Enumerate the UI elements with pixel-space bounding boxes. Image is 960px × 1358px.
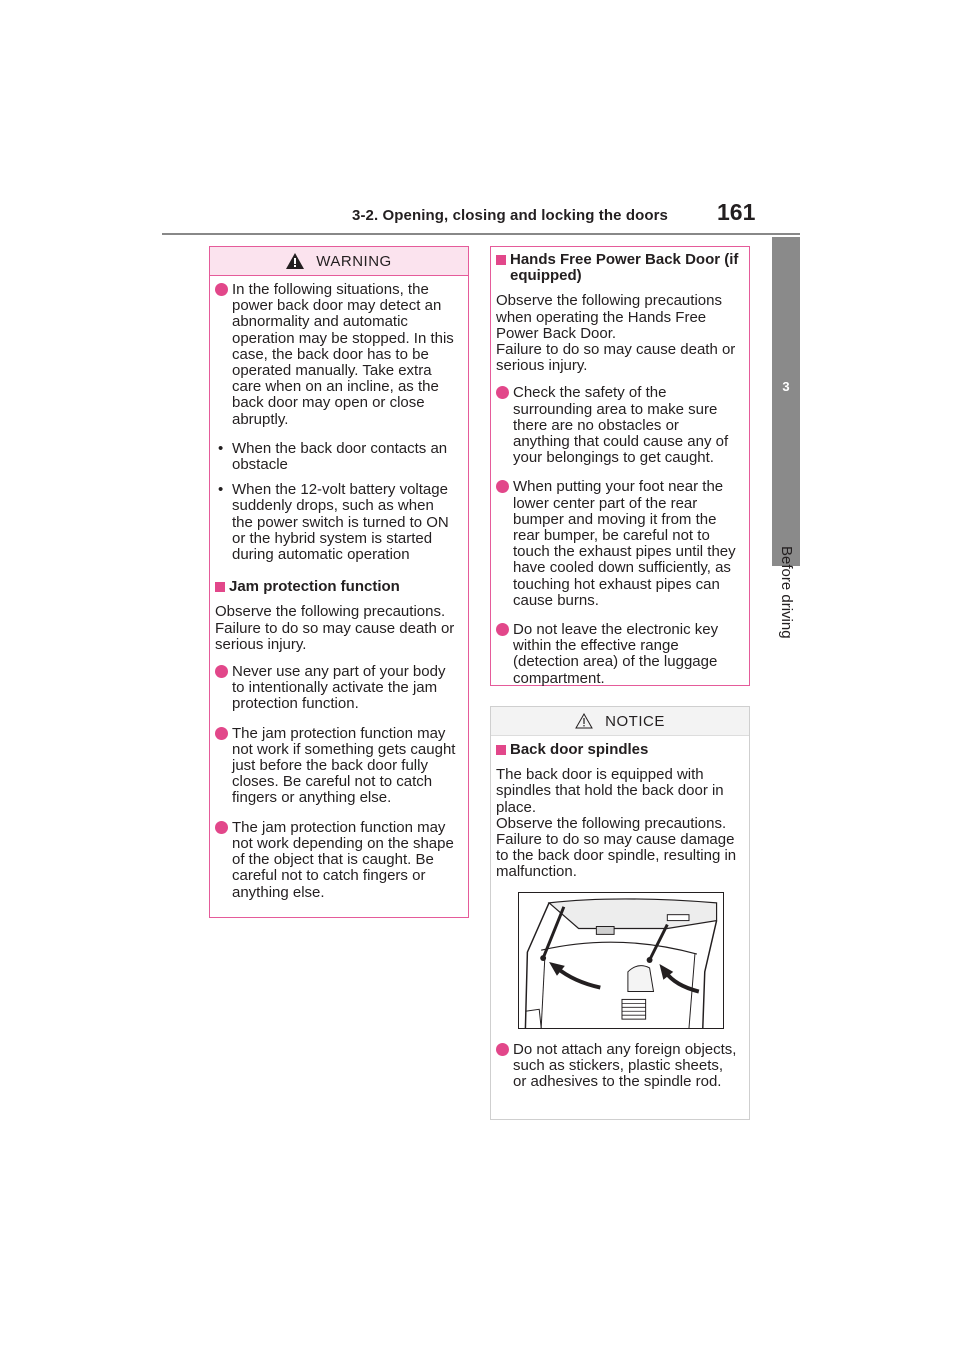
jam-protection-heading: Jam protection function xyxy=(215,579,458,595)
bullet-dot-icon xyxy=(215,665,228,679)
back-door-spindle-illustration xyxy=(518,891,724,1029)
list-item: Do not leave the electronic key within t… xyxy=(496,622,739,687)
section-title: 3-2. Opening, closing and locking the do… xyxy=(352,207,668,224)
warning-triangle-icon xyxy=(286,253,305,269)
hands-free-content: Hands Free Power Back Door (if equipped)… xyxy=(491,247,749,687)
hands-free-heading: Hands Free Power Back Door (if equipped) xyxy=(496,251,739,284)
warning-title: WARNING xyxy=(316,252,392,270)
list-item: •When the 12-volt battery voltage sudden… xyxy=(218,481,449,564)
bullet-dot-icon xyxy=(215,726,228,740)
notice-box: NOTICE Back door spindles The back door … xyxy=(490,706,750,1120)
warning-content: In the following situations, the power b… xyxy=(210,276,468,901)
notice-header: NOTICE xyxy=(491,707,749,736)
list-item: Check the safety of the surrounding area… xyxy=(496,385,739,466)
hands-free-paragraph-2: Failure to do so may cause death or seri… xyxy=(496,341,736,375)
warning-header: WARNING xyxy=(210,247,468,276)
jam-paragraph-2: Failure to do so may cause death or seri… xyxy=(215,619,455,653)
bullet-dot-icon xyxy=(215,283,228,296)
notice-content: Back door spindles The back door is equi… xyxy=(491,736,749,1090)
chapter-label: Before driving xyxy=(778,546,795,639)
list-item: •When the back door contacts an obstacle xyxy=(218,439,448,474)
bullet-dot-icon xyxy=(496,480,509,494)
chapter-tab: 3 xyxy=(772,237,800,566)
square-bullet-icon xyxy=(496,255,506,265)
page-number: 161 xyxy=(717,199,756,225)
square-bullet-icon xyxy=(496,745,506,755)
notice-paragraph: The back door is equipped with spindles … xyxy=(496,766,724,816)
bullet-dot-icon xyxy=(496,623,509,637)
jam-paragraph: Observe the following precautions. xyxy=(215,603,446,621)
notice-paragraph-2: Observe the following precautions. xyxy=(496,814,727,832)
list-item: Do not attach any foreign objects, such … xyxy=(496,1041,739,1091)
bullet-dot-icon xyxy=(215,820,228,834)
header-rule xyxy=(162,233,800,235)
list-item: Never use any part of your body to inten… xyxy=(215,663,458,713)
square-bullet-icon xyxy=(215,582,225,593)
hands-free-paragraph: Observe the following precautions when o… xyxy=(496,292,722,342)
notice-paragraph-3: Failure to do so may cause damage to the… xyxy=(496,831,737,881)
notice-title: NOTICE xyxy=(605,712,665,730)
list-item: The jam protection function may not work… xyxy=(215,819,458,901)
chapter-number: 3 xyxy=(782,379,790,394)
bullet-dot-icon xyxy=(496,1042,509,1056)
bullet-dot-icon xyxy=(496,386,509,400)
caution-triangle-icon xyxy=(575,713,594,729)
list-item: In the following situations, the power b… xyxy=(215,281,458,428)
list-item: When putting your foot near the lower ce… xyxy=(496,479,739,609)
hands-free-warning-box: Hands Free Power Back Door (if equipped)… xyxy=(490,246,750,686)
spindles-heading: Back door spindles xyxy=(496,741,739,758)
list-item: The jam protection function may not work… xyxy=(215,725,458,807)
warning-box: WARNING In the following situations, the… xyxy=(209,246,469,918)
